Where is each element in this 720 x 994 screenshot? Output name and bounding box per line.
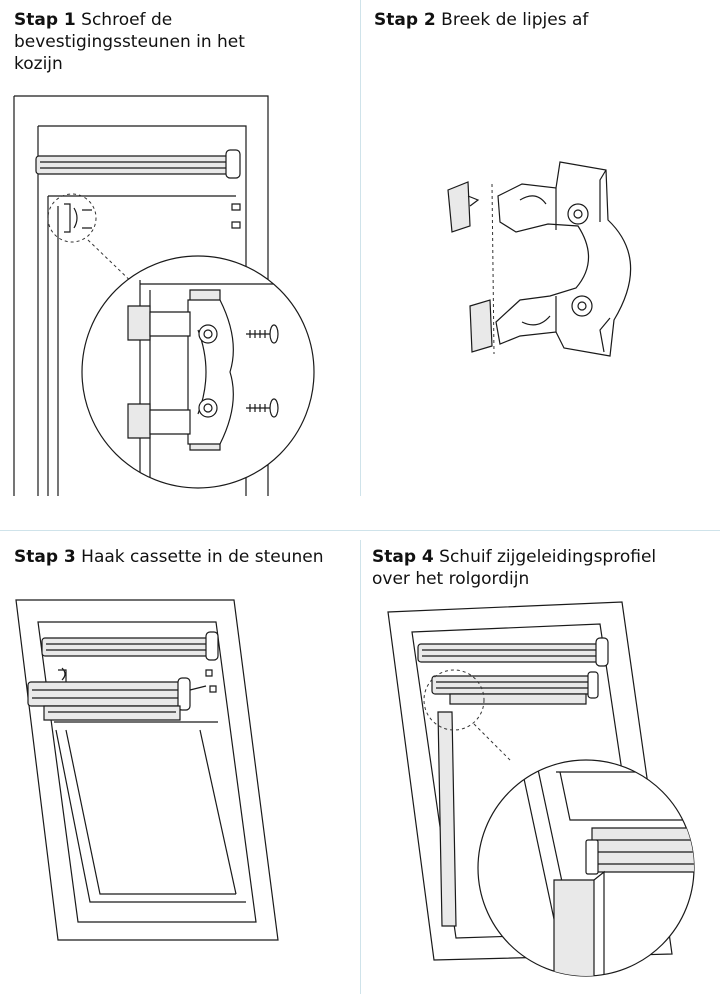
step-2: Stap 2 Breek de lipjes af [360, 0, 720, 500]
step-1-text-line3: kozijn [14, 54, 63, 74]
step-2-illustration [360, 0, 720, 500]
step-3-caption: Stap 3 Haak cassette in de steunen [14, 546, 354, 568]
step-2-caption: Stap 2 Breek de lipjes af [374, 9, 714, 31]
divider-vertical-top [360, 0, 361, 496]
step-4-number: Stap 4 [372, 547, 434, 567]
step-1-number: Stap 1 [14, 10, 76, 30]
step-4-caption: Stap 4 Schuif zijgeleidingsprofiel over … [372, 546, 712, 590]
divider-vertical-bottom [360, 540, 361, 994]
step-1-caption: Stap 1 Schroef de bevestigingssteunen in… [14, 9, 354, 75]
step-4-text-line1: Schuif zijgeleidingsprofiel [439, 547, 657, 567]
step-1: Stap 1 Schroef de bevestigingssteunen in… [0, 0, 360, 500]
step-2-text-line1: Breek de lipjes af [441, 10, 589, 30]
step-4-text-line2: over het rolgordijn [372, 569, 530, 589]
step-4: Stap 4 Schuif zijgeleidingsprofiel over … [360, 540, 720, 994]
step-1-text-line1: Schroef de [81, 10, 173, 30]
divider-horizontal [0, 530, 720, 531]
step-3: Stap 3 Haak cassette in de steunen [0, 540, 360, 994]
step-2-number: Stap 2 [374, 10, 436, 30]
step-1-illustration [0, 0, 360, 500]
step-3-number: Stap 3 [14, 547, 76, 567]
step-3-illustration [0, 540, 360, 994]
step-1-text-line2: bevestigingssteunen in het [14, 32, 245, 52]
step-4-illustration [360, 540, 720, 994]
step-3-text-line1: Haak cassette in de steunen [81, 547, 324, 567]
